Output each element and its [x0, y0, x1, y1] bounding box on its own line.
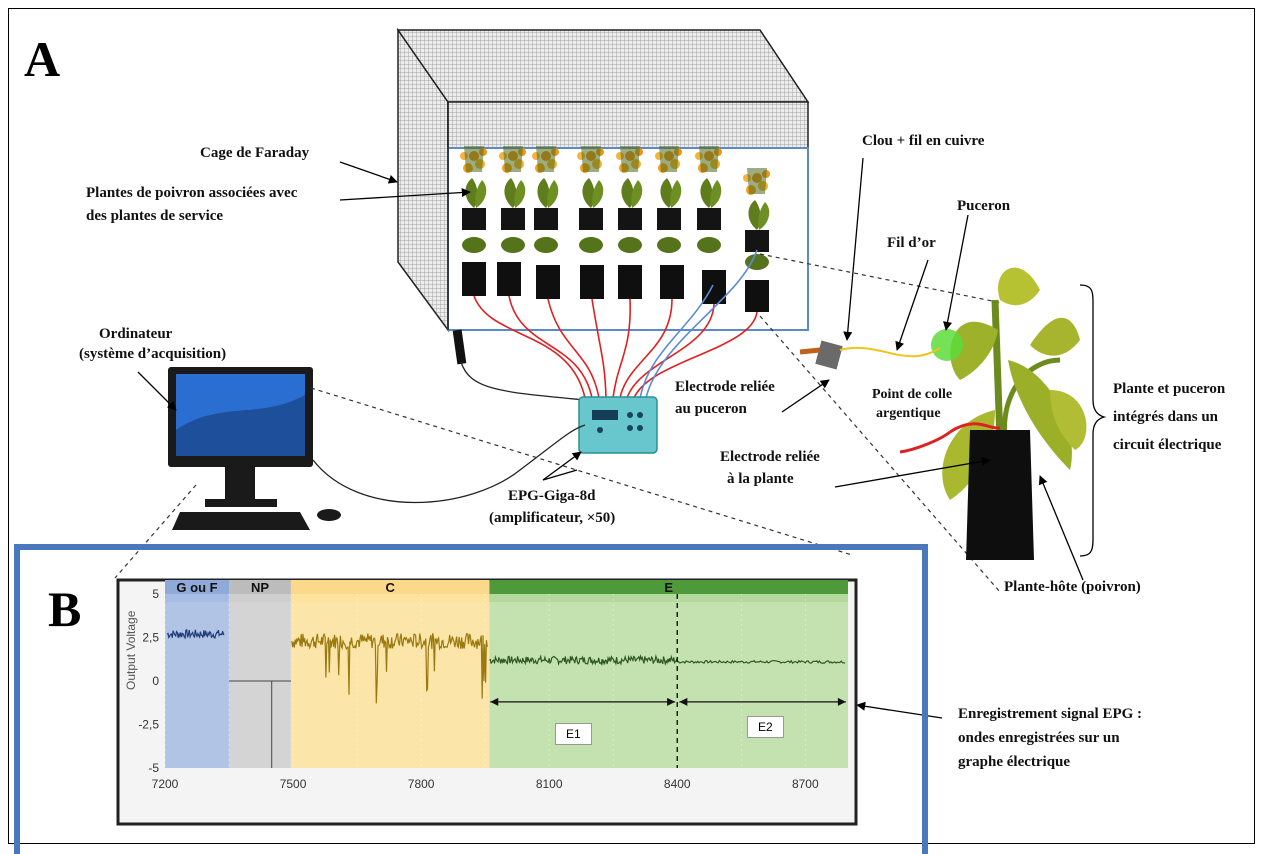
phase-label-e2: E2 — [747, 716, 784, 738]
x-tick-label: 8700 — [792, 777, 819, 791]
trace-e1 — [489, 653, 678, 667]
label-plants-line2: des plantes de service — [86, 208, 224, 224]
panel-b-frame — [14, 544, 928, 854]
label-record-line2: ondes enregistrées sur un — [958, 730, 1120, 746]
label-computer-line1: Ordinateur — [99, 326, 173, 342]
label-faraday-cage: Cage de Faraday — [200, 145, 310, 161]
bracket-brace — [1079, 284, 1107, 557]
electrode-wires — [473, 249, 758, 399]
segment-label: E — [664, 580, 673, 595]
label-electrode-plant-line1: Electrode reliée — [720, 449, 820, 465]
label-nail-wire: Clou + fil en cuivre — [862, 133, 985, 149]
phase-label-e1: E1 — [555, 723, 592, 745]
label-glue-line2: argentique — [876, 406, 941, 421]
phase-span-arrow-left — [679, 697, 688, 706]
segment-label: G ou F — [176, 580, 217, 595]
nail-and-wires — [799, 340, 1001, 454]
figure-frame — [8, 8, 1255, 844]
label-computer-line2: (système d’acquisition) — [79, 346, 227, 362]
y-tick-label: -5 — [148, 761, 159, 775]
x-tick-label: 8100 — [536, 777, 563, 791]
plant-row — [460, 146, 770, 312]
label-circuit-line1: Plante et puceron — [1113, 381, 1226, 397]
y-tick-label: -2,5 — [138, 718, 159, 732]
segment-band — [290, 594, 490, 768]
label-electrode-aphid-line2: au puceron — [675, 401, 747, 417]
label-electrode-aphid-line1: Electrode reliée — [675, 379, 775, 395]
x-tick-label: 7200 — [152, 777, 179, 791]
x-tick-label: 7500 — [280, 777, 307, 791]
label-glue-line1: Point de colle — [872, 387, 953, 402]
phase-span-arrow-left — [490, 697, 499, 706]
panel-b-letter: B — [48, 581, 82, 637]
y-tick-label: 0 — [152, 674, 159, 688]
annotation-arrows — [137, 157, 1084, 719]
phase-span-arrow-right — [837, 697, 846, 706]
epg-amplifier — [578, 396, 658, 454]
label-circuit-line2: intégrés dans un — [1113, 409, 1219, 425]
trace-c — [291, 632, 488, 704]
x-tick-label: 7800 — [408, 777, 435, 791]
ground-plug — [452, 329, 586, 401]
segment-label: C — [385, 580, 395, 595]
computer — [168, 367, 586, 530]
trace-e2 — [677, 659, 846, 664]
y-tick-label: 2,5 — [142, 631, 159, 645]
label-gold-wire: Fil d’or — [887, 235, 936, 251]
label-amp-line1: EPG-Giga-8d — [508, 488, 596, 504]
segment-label: NP — [251, 580, 269, 595]
phase-span-arrow-right — [667, 697, 676, 706]
label-plants-line1: Plantes de poivron associées avec — [86, 185, 298, 201]
segment-band — [489, 594, 848, 768]
label-record-line1: Enregistrement signal EPG : — [958, 706, 1143, 722]
segment-band — [165, 594, 230, 768]
label-record-line3: graphe électrique — [958, 754, 1071, 770]
trace-g — [166, 629, 225, 640]
x-tick-label: 8400 — [664, 777, 691, 791]
y-tick-label: 5 — [152, 587, 159, 601]
label-circuit-line3: circuit électrique — [1113, 437, 1222, 453]
label-aphid: Puceron — [957, 198, 1011, 214]
y-axis-label: Output Voltage — [124, 610, 138, 690]
label-amp-line2: (amplificateur, ×50) — [489, 510, 616, 526]
panel-a-letter: A — [24, 31, 61, 87]
label-electrode-plant-line2: à la plante — [727, 471, 794, 487]
projection-lines — [114, 253, 1003, 593]
label-host-plant: Plante-hôte (poivron) — [1004, 579, 1141, 595]
